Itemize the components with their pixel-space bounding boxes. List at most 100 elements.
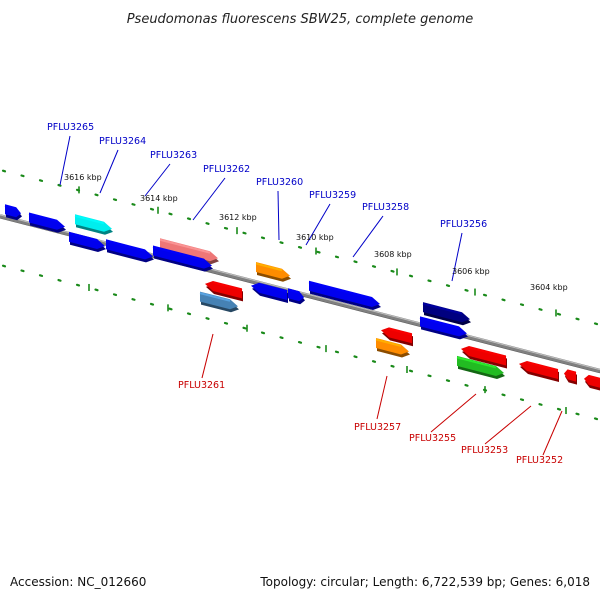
gene-highlight: [68, 232, 98, 242]
leader-line-bottom: [484, 405, 532, 445]
gene-arrow: [375, 338, 410, 358]
gene-arrow: [4, 204, 22, 221]
gene-labels: PFLU3265PFLU3264PFLU3263PFLU3262PFLU3260…: [47, 122, 563, 466]
kbp-label: 3606 kbp: [452, 267, 490, 276]
gene-label-top: PFLU3265: [47, 122, 94, 133]
tick-dot-upper: [538, 308, 543, 311]
tick-dot-lower: [38, 274, 44, 277]
gene-highlight: [105, 239, 146, 252]
tick-dot-lower: [519, 398, 525, 402]
tick-dot-lower: [242, 326, 247, 330]
genome-summary-text: Topology: circular; Length: 6,722,539 bp…: [259, 575, 590, 589]
tick-dot-lower: [94, 288, 99, 292]
gene-highlight: [4, 204, 17, 210]
tick-dot-upper: [20, 174, 25, 178]
gene-label-top: PFLU3262: [203, 164, 250, 175]
leader-line-top: [59, 135, 71, 186]
tick-dot-upper: [94, 193, 99, 197]
tick-dot-lower: [575, 412, 580, 416]
tick-dot-lower: [390, 364, 395, 368]
tick-dot-upper: [408, 274, 414, 278]
tick-dot-upper: [427, 279, 432, 283]
gene-label-top: PFLU3259: [309, 190, 356, 201]
tick-dot-upper: [149, 207, 155, 211]
kbp-label: 3610 kbp: [296, 233, 334, 242]
gene-label-top: PFLU3260: [256, 177, 303, 188]
tick-dot-lower: [112, 293, 118, 297]
tick-dot-upper: [556, 312, 562, 316]
tick-dot-lower: [131, 298, 136, 301]
gene-highlight: [258, 283, 288, 293]
tick-dot-lower: [371, 360, 377, 363]
label-leaders: [59, 135, 563, 456]
tick-dot-lower: [334, 350, 340, 354]
tick-dot-lower: [501, 393, 506, 397]
kbp-label: 3614 kbp: [140, 194, 178, 203]
gene-body: [381, 327, 412, 344]
tick-dot-upper: [131, 203, 136, 206]
tick-dot-lower: [538, 403, 543, 406]
tick-dot-upper: [38, 179, 44, 182]
gene-arrow: [564, 369, 577, 385]
kbp-label: 3616 kbp: [64, 173, 102, 182]
gene-highlight: [567, 369, 577, 375]
gene-arrow: [419, 316, 468, 340]
tick-dot-upper: [575, 317, 580, 321]
tick-dot-upper: [445, 284, 451, 287]
gene-arrow: [199, 291, 239, 313]
gene-arrow: [159, 238, 219, 265]
gene-arrow: [152, 245, 213, 272]
tick-dot-upper: [279, 241, 284, 245]
gene-arrow: [251, 282, 288, 303]
tick-dot-upper: [223, 226, 229, 230]
gene-highlight: [375, 338, 402, 347]
gene-highlight: [255, 262, 283, 272]
gene-highlight: [159, 238, 211, 254]
gene-arrow: [74, 214, 113, 235]
gene-arrow: [68, 231, 106, 252]
leader-line-top: [305, 203, 331, 246]
tick-dot-upper: [482, 293, 488, 297]
tick-dot-upper: [260, 236, 266, 240]
tick-dot-lower: [279, 336, 284, 340]
gene-highlight: [419, 316, 460, 329]
tick-dot-lower: [57, 278, 62, 282]
leader-line-top: [352, 215, 384, 258]
tick-dot-upper: [501, 298, 506, 302]
tick-dot-lower: [149, 302, 155, 306]
tick-dot-lower: [223, 321, 229, 325]
gene-label-bottom: PFLU3252: [516, 455, 563, 466]
gene-body: [461, 346, 506, 366]
gene-arrow: [205, 281, 243, 302]
tick-dot-lower: [316, 345, 321, 349]
gene-body: [251, 282, 287, 300]
gene-highlight: [526, 361, 559, 372]
tick-dot-upper: [593, 322, 599, 326]
tick-dot-lower: [297, 341, 303, 344]
tick-dot-upper: [168, 212, 173, 216]
gene-body: [519, 361, 558, 379]
gene-label-bottom: PFLU3253: [461, 445, 508, 456]
kbp-label: 3608 kbp: [374, 250, 412, 259]
gene-body: [205, 281, 242, 299]
tick-dot-lower: [205, 317, 210, 320]
tick-dot-upper: [464, 288, 469, 292]
gene-highlight: [199, 292, 231, 302]
gene-label-top: PFLU3263: [150, 150, 197, 161]
leader-line-top: [277, 190, 280, 241]
gene-highlight: [422, 302, 463, 315]
tick-dot-lower: [260, 331, 266, 335]
tick-dot-upper: [297, 246, 303, 249]
tick-dot-lower: [75, 283, 81, 287]
kbp-label: 3604 kbp: [530, 283, 568, 292]
accession-text: Accession: NC_012660: [10, 575, 146, 589]
gene-arrow: [519, 361, 559, 382]
gene-arrow: [456, 355, 505, 379]
gene-label-bottom: PFLU3257: [354, 422, 401, 433]
gene-highlight: [388, 327, 413, 336]
tick-dot-lower: [427, 374, 432, 378]
gene-highlight: [212, 281, 243, 291]
tick-dot-lower: [408, 369, 414, 373]
leader-line-top: [192, 177, 226, 221]
